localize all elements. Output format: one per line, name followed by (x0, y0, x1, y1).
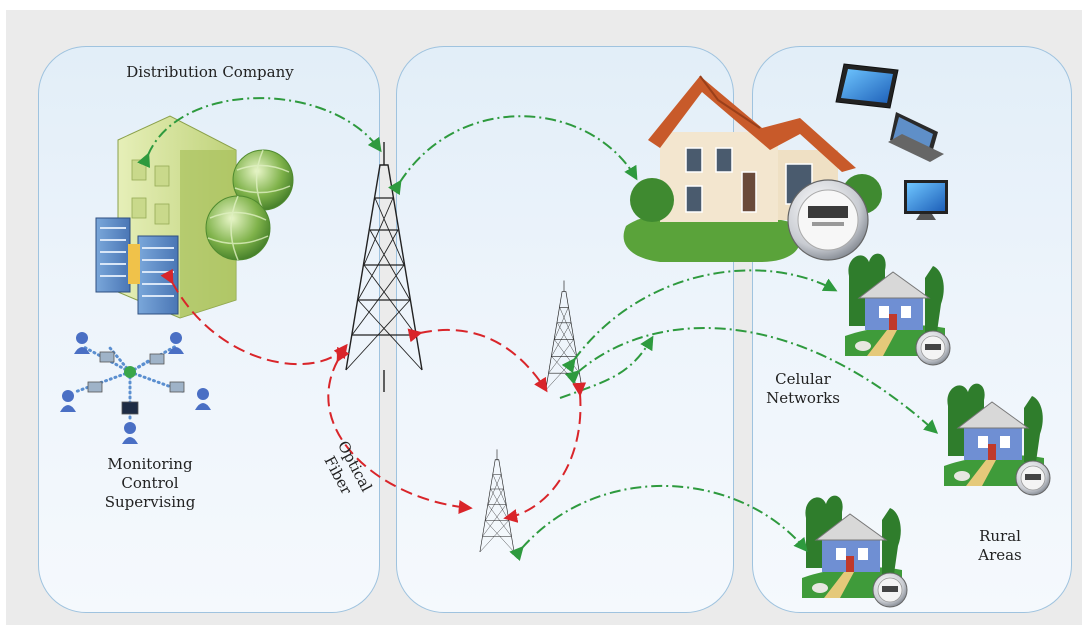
cellular-networks-label: Celular Networks (766, 370, 840, 407)
network-users-icon (60, 332, 211, 444)
smart-meter-icon (915, 330, 951, 366)
smart-meter-icon (1015, 460, 1051, 496)
transmission-tower-icon (479, 449, 515, 553)
monitoring-label: Monitoring Control Supervising (104, 455, 196, 511)
rural-areas-label: Rural Areas (978, 527, 1022, 564)
fiber-links (160, 268, 587, 523)
transmission-tower-icon (545, 280, 583, 391)
transmission-tower-icon (345, 141, 423, 392)
smart-meter-icon (872, 572, 908, 608)
smart-meter-icon (787, 179, 869, 261)
distribution-company-title: Distribution Company (126, 63, 294, 81)
laptop-icon (888, 112, 944, 162)
tv-icon (904, 180, 948, 220)
house-icon (623, 75, 882, 262)
tablet-icon (835, 63, 899, 109)
